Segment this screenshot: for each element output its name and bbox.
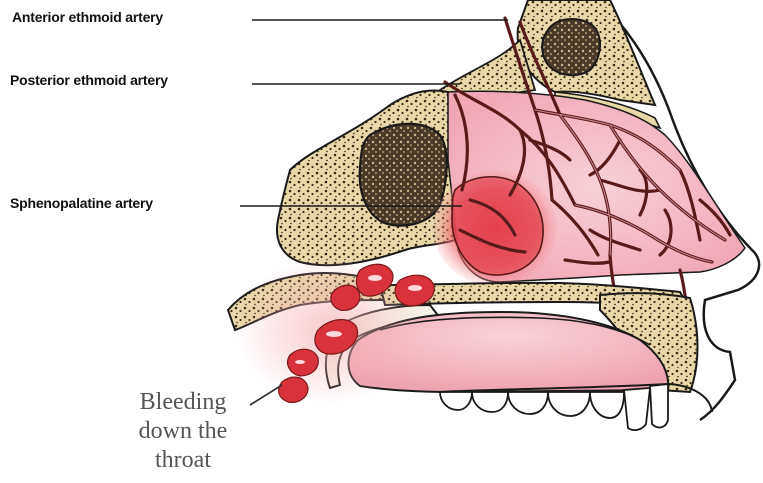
label-posterior-ethmoid-artery: Posterior ethmoid artery xyxy=(10,72,168,88)
label-bleeding-line-1: Bleeding xyxy=(108,388,258,417)
frontal-sinus xyxy=(542,19,600,75)
label-bleeding-line-3: throat xyxy=(108,446,258,475)
sphenoid-sinus xyxy=(360,124,447,226)
label-sphenopalatine-artery: Sphenopalatine artery xyxy=(10,195,153,211)
label-bleeding-down-throat: Bleeding down the throat xyxy=(108,388,258,475)
label-bleeding-line-2: down the xyxy=(108,417,258,446)
label-anterior-ethmoid-artery: Anterior ethmoid artery xyxy=(12,9,163,25)
